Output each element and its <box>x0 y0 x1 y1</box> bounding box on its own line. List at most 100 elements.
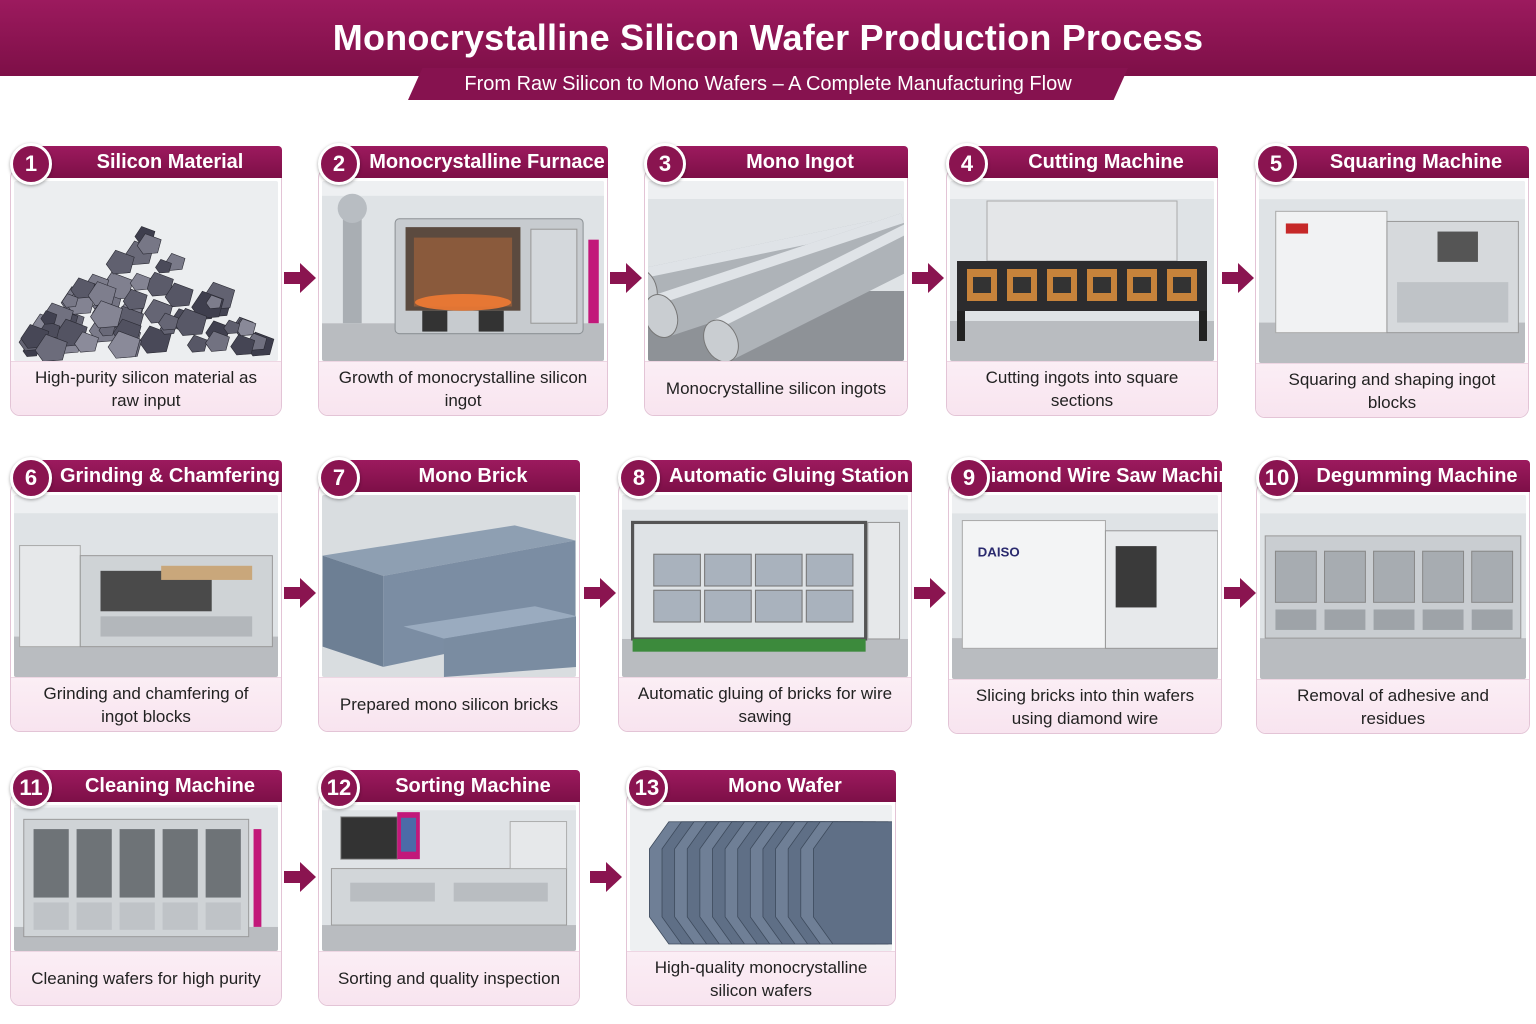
step-title-bar: Monocrystalline Furnace <box>332 146 608 178</box>
grinding-machine-image <box>14 495 278 677</box>
step-title-bar: Mono Ingot <box>658 146 908 178</box>
step-card-13: High-quality monocrystalline silicon waf… <box>626 767 896 1006</box>
step-caption-text: Prepared mono silicon bricks <box>339 695 559 714</box>
step-title-bar: Grinding & Chamfering <box>24 460 282 492</box>
step-caption: Removal of adhesive and residues <box>1257 679 1529 733</box>
step-card-1: High-purity silicon material as raw inpu… <box>10 143 282 416</box>
step-title: Diamond Wire Saw Machine <box>976 464 1242 487</box>
svg-text:DAISO: DAISO <box>978 544 1020 559</box>
step-title-bar: Mono Brick <box>332 460 580 492</box>
step-caption: Growth of monocrystalline silicon ingot <box>319 361 607 415</box>
arrow-right-icon <box>1224 578 1256 608</box>
step-card-4: Cutting ingots into square sections Cutti… <box>946 143 1218 416</box>
step-title: Mono Wafer <box>728 774 842 797</box>
step-title: Cutting Machine <box>1028 150 1184 173</box>
step-card-8: Automatic gluing of bricks for wire sawi… <box>618 457 912 732</box>
step-number-badge: 9 <box>948 457 990 499</box>
step-title: Automatic Gluing Station <box>669 464 909 487</box>
step-number-badge: 5 <box>1255 143 1297 185</box>
step-card-12: Sorting and quality inspection Sorting Ma… <box>318 767 580 1006</box>
step-number-badge: 6 <box>10 457 52 499</box>
step-frame: High-purity silicon material as raw inpu… <box>10 168 282 416</box>
step-frame: Growth of monocrystalline silicon ingot <box>318 168 608 416</box>
step-frame: Cleaning wafers for high purity <box>10 792 282 1006</box>
arrow-right-icon <box>590 862 622 892</box>
step-frame: Grinding and chamfering of ingot blocks <box>10 482 282 732</box>
step-frame: Prepared mono silicon bricks <box>318 482 580 732</box>
step-title: Cleaning Machine <box>84 774 256 797</box>
step-card-10: Removal of adhesive and residues Degummin… <box>1256 457 1530 734</box>
squaring-machine-image <box>1259 181 1525 363</box>
bricks-image <box>322 495 576 677</box>
step-title-bar: Cutting Machine <box>960 146 1218 178</box>
step-number-badge: 11 <box>10 767 52 809</box>
step-card-11: Cleaning wafers for high purity Cleaning … <box>10 767 282 1006</box>
step-caption: Slicing bricks into thin wafers using di… <box>949 679 1221 733</box>
step-caption-text: High-purity silicon material as raw inpu… <box>34 367 258 410</box>
furnace-image <box>322 181 604 361</box>
step-caption: Sorting and quality inspection <box>319 951 579 1005</box>
step-frame: Automatic gluing of bricks for wire sawi… <box>618 482 912 732</box>
step-title: Silicon Material <box>96 150 244 173</box>
step-caption: Cleaning wafers for high purity <box>11 951 281 1005</box>
ingots-image <box>648 181 904 361</box>
cleaning-machine-image <box>14 805 278 951</box>
arrow-right-icon <box>284 578 316 608</box>
step-caption: Prepared mono silicon bricks <box>319 677 579 731</box>
step-number-badge: 8 <box>618 457 660 499</box>
step-number-badge: 3 <box>644 143 686 185</box>
arrow-right-icon <box>912 263 944 293</box>
step-frame: Squaring and shaping ingot blocks <box>1255 168 1529 418</box>
step-card-7: Prepared mono silicon bricks Mono Brick 7 <box>318 457 580 732</box>
step-card-9: DAISO Slicing bricks into thin wafers usi… <box>948 457 1242 734</box>
step-number-badge: 7 <box>318 457 360 499</box>
step-number-badge: 1 <box>10 143 52 185</box>
header-banner: Monocrystalline Silicon Wafer Production… <box>0 0 1536 76</box>
step-title: Mono Brick <box>418 464 528 487</box>
step-title: Monocrystalline Furnace <box>369 150 605 173</box>
arrow-right-icon <box>584 578 616 608</box>
step-caption-text: Cutting ingots into square sections <box>985 367 1179 410</box>
step-caption: Monocrystalline silicon ingots <box>645 361 907 415</box>
step-caption: High-purity silicon material as raw inpu… <box>11 361 281 415</box>
step-frame: Cutting ingots into square sections <box>946 168 1218 416</box>
page-title: Monocrystalline Silicon Wafer Production… <box>332 17 1204 58</box>
step-caption: High-quality monocrystalline silicon waf… <box>627 951 895 1005</box>
step-card-6: Grinding and chamfering of ingot blocks G… <box>10 457 282 732</box>
page-subtitle: From Raw Silicon to Mono Wafers – A Comp… <box>464 72 1072 95</box>
degumming-machine-image <box>1260 495 1526 679</box>
step-title-bar: Automatic Gluing Station <box>632 460 912 492</box>
wire-saw-image: DAISO <box>952 495 1218 679</box>
step-frame: Removal of adhesive and residues <box>1256 482 1530 734</box>
silicon-chunks-image <box>14 181 278 361</box>
step-number-badge: 13 <box>626 767 668 809</box>
arrow-right-icon <box>284 263 316 293</box>
step-frame: High-quality monocrystalline silicon waf… <box>626 792 896 1006</box>
step-card-2: Growth of monocrystalline silicon ingot M… <box>318 143 608 416</box>
step-title: Grinding & Chamfering <box>60 464 280 487</box>
step-caption-text: Slicing bricks into thin wafers using di… <box>975 685 1195 728</box>
step-card-3: Monocrystalline silicon ingots Mono Ingot… <box>644 143 908 416</box>
step-title-bar: Degumming Machine <box>1270 460 1530 492</box>
step-number-badge: 2 <box>318 143 360 185</box>
step-caption-text: Growth of monocrystalline silicon ingot <box>338 367 588 410</box>
step-caption: Automatic gluing of bricks for wire sawi… <box>619 677 911 731</box>
step-number-badge: 12 <box>318 767 360 809</box>
step-frame: DAISO Slicing bricks into thin wafers usi… <box>948 482 1222 734</box>
step-title-bar: Sorting Machine <box>332 770 580 802</box>
step-title: Mono Ingot <box>746 150 854 173</box>
arrow-right-icon <box>1222 263 1254 293</box>
step-caption-text: Cleaning wafers for high purity <box>31 969 261 988</box>
step-caption-text: High-quality monocrystalline silicon waf… <box>654 957 868 1000</box>
step-caption-text: Automatic gluing of bricks for wire sawi… <box>637 683 893 726</box>
step-frame: Monocrystalline silicon ingots <box>644 168 908 416</box>
step-title-bar: Mono Wafer <box>640 770 896 802</box>
sorting-machine-image <box>322 805 576 951</box>
step-title: Squaring Machine <box>1329 150 1503 173</box>
step-caption-text: Grinding and chamfering of ingot blocks <box>43 683 249 726</box>
step-caption-text: Squaring and shaping ingot blocks <box>1288 369 1496 412</box>
subtitle-banner: From Raw Silicon to Mono Wafers – A Comp… <box>408 68 1128 100</box>
step-caption: Squaring and shaping ingot blocks <box>1256 363 1528 417</box>
step-caption-text: Removal of adhesive and residues <box>1297 685 1489 728</box>
step-caption: Grinding and chamfering of ingot blocks <box>11 677 281 731</box>
